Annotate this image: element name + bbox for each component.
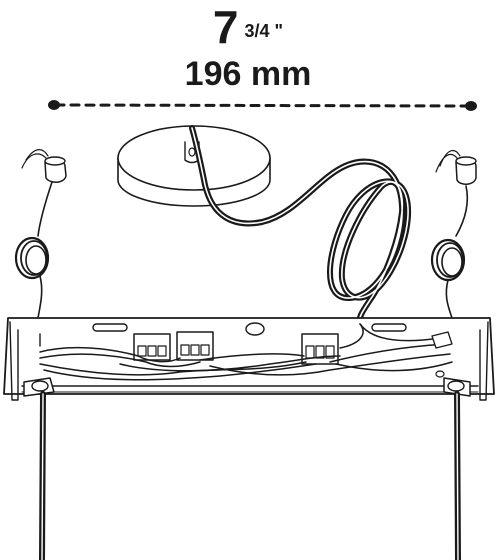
- fraction-text: 3/4: [244, 21, 270, 41]
- canopy: [117, 125, 271, 207]
- right-suspension-cable: [454, 391, 461, 560]
- power-cord: [189, 125, 412, 327]
- dimension-metric-label: 196 mm: [184, 55, 312, 93]
- inch-mark: ": [274, 21, 284, 41]
- terminal-block-2: [176, 331, 214, 361]
- right-wire-connector: [430, 149, 477, 319]
- cord-grip: [431, 331, 453, 349]
- mounting-plate: [3, 317, 495, 401]
- dimension-imperial-whole: 7: [212, 1, 239, 53]
- left-wire-connector: [14, 149, 67, 319]
- dimension-line: [48, 100, 477, 111]
- left-suspension-cable: [39, 333, 46, 560]
- dimension-imperial-fraction: 3/4 ": [245, 21, 284, 41]
